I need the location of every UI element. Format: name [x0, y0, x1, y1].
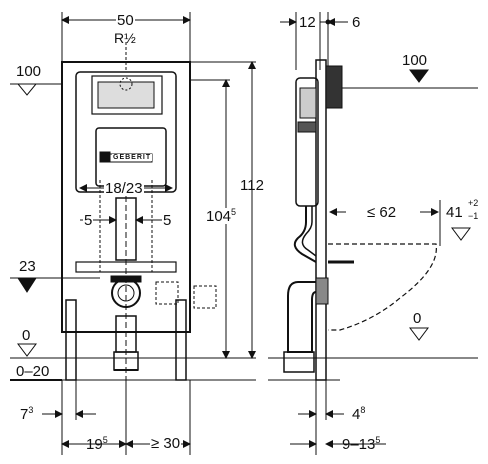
frame-leg-left: [65, 299, 77, 381]
label-side-bowl-height: 41: [446, 204, 463, 221]
level-marker-23: [17, 277, 37, 293]
side-view: [268, 12, 478, 455]
label-level-0-20: 0–20: [16, 363, 50, 380]
label-height-total: 112: [240, 177, 264, 194]
frame-leg-right: [175, 299, 187, 381]
side-drain-elbow: [287, 281, 317, 353]
label-side-level-100: 100: [402, 52, 428, 69]
level-marker-100: [16, 83, 38, 96]
label-offset-right: 5: [162, 212, 173, 229]
water-inlet: [119, 77, 133, 91]
drain-pipe-opening: [111, 278, 141, 308]
label-thread-size: R½: [114, 30, 136, 46]
side-level-marker-100: [409, 69, 429, 83]
label-inner-width: 18/23: [104, 180, 144, 197]
label-side-bottom-small: 48: [352, 405, 366, 423]
label-brand: GEBERIT: [112, 154, 153, 161]
label-side-level-0: 0: [413, 310, 422, 327]
label-side-bottom-range: 9–135: [342, 435, 381, 453]
level-marker-0: [17, 343, 37, 357]
electrical-box: [193, 285, 217, 309]
label-bottom-right: ≥ 30: [150, 435, 182, 452]
label-level-0: 0: [22, 327, 31, 344]
label-top-width: 50: [116, 12, 135, 29]
label-side-top-left: 12: [299, 14, 316, 31]
label-offset-left: 5: [83, 212, 94, 229]
label-bottom-left-wide: 195: [86, 435, 108, 453]
label-side-bowl-tol-minus: −1: [468, 211, 479, 221]
label-side-bowl-tol-plus: +2: [468, 198, 479, 208]
label-side-projection: ≤ 62: [366, 204, 398, 221]
label-level-23: 23: [19, 258, 36, 275]
label-level-100: 100: [16, 63, 42, 80]
flush-pipe: [293, 206, 317, 263]
wc-bowl: [328, 243, 437, 331]
label-height-mid: 1045: [205, 207, 238, 225]
side-level-marker-0: [409, 327, 429, 341]
front-view: [10, 12, 256, 455]
label-side-top-right: 6: [352, 14, 361, 31]
side-bowl-marker: [451, 227, 471, 241]
label-bottom-left-small: 73: [20, 405, 34, 423]
